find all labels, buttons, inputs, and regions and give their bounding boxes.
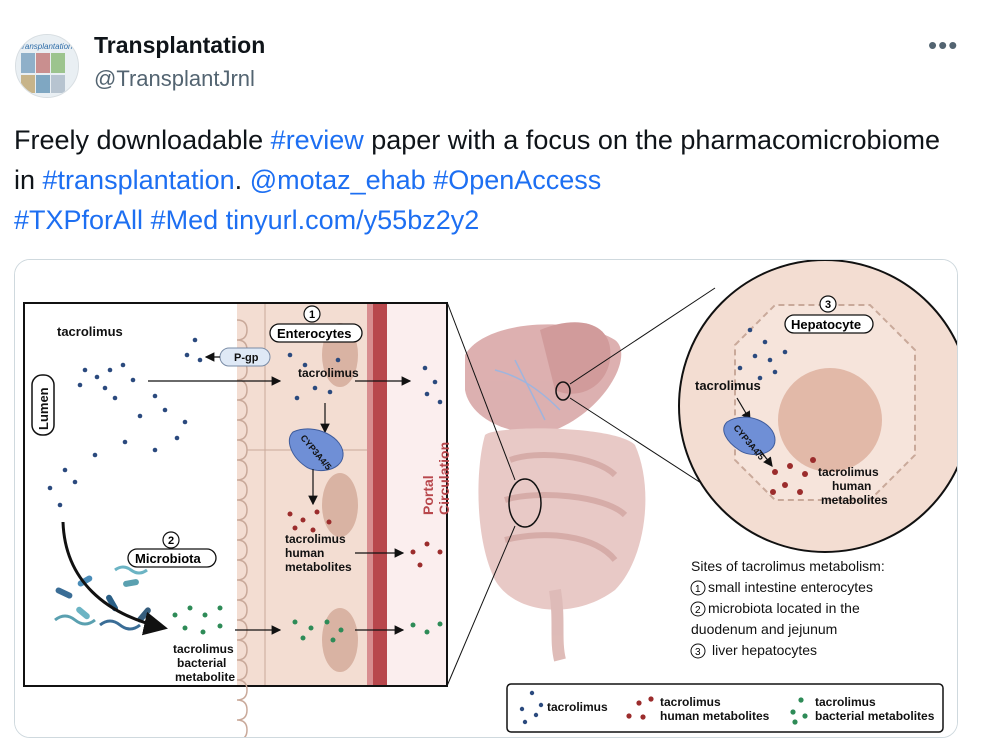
- step2-badge: 2 Microbiota: [127, 531, 217, 568]
- text-segment: Freely downloadable: [14, 125, 271, 155]
- text-segment: .: [234, 165, 250, 195]
- hepatocyte-metabolites-line3: metabolites: [821, 493, 888, 507]
- lumen-label-box: Lumen: [31, 374, 55, 436]
- hepatocyte-metabolites-line1: tacrolimus: [818, 465, 879, 479]
- hashtag-med[interactable]: #Med: [150, 205, 219, 235]
- step3-badge: 3 Hepatocyte: [784, 295, 874, 334]
- pgp-transporter: P-gp: [204, 347, 271, 367]
- figure-illustration: tacrolimus P-gp Lumen 1 Enterocytes tacr…: [15, 260, 957, 737]
- legend-bacterial-line2: bacterial metabolites: [815, 709, 935, 723]
- hashtag-transplantation[interactable]: #transplantation: [42, 165, 235, 195]
- tweet-text: Freely downloadable #review paper with a…: [14, 120, 954, 240]
- hepatocyte-tacrolimus-label: tacrolimus: [695, 378, 761, 393]
- text-segment: [218, 205, 226, 235]
- human-metabolite-dots: [287, 509, 443, 568]
- sites-item2-line1: microbiota located in the: [708, 600, 860, 616]
- more-options-icon[interactable]: •••: [928, 30, 959, 60]
- hepatocyte-label: Hepatocyte: [791, 317, 861, 332]
- tacrolimus-inner-label: tacrolimus: [298, 366, 359, 380]
- bacterial-metabolite-line2: bacterial: [177, 656, 226, 670]
- organs-illustration: [465, 322, 646, 662]
- bacterial-metabolite-line3: metabolite: [175, 670, 235, 684]
- human-metabolites-line1: tacrolimus: [285, 532, 346, 546]
- sites-item2-line2: duodenum and jejunum: [691, 621, 837, 637]
- media-figure[interactable]: tacrolimus P-gp Lumen 1 Enterocytes tacr…: [14, 259, 958, 738]
- sites-item1-number: 1: [695, 584, 701, 595]
- intestine-focus-circle: [508, 478, 542, 528]
- pgp-label: P-gp: [234, 352, 259, 364]
- journal-cover-image: transplantation: [16, 35, 78, 97]
- intestine-panel: [23, 302, 448, 737]
- sites-item3-number: 3: [695, 647, 701, 658]
- sites-title: Sites of tacrolimus metabolism:: [691, 558, 885, 574]
- mention-motaz-ehab[interactable]: @motaz_ehab: [249, 165, 426, 195]
- microbiota-label: Microbiota: [135, 551, 201, 566]
- hashtag-openaccess[interactable]: #OpenAccess: [433, 165, 602, 195]
- shortlink[interactable]: tinyurl.com/y55bz2y2: [225, 205, 480, 235]
- legend-human-line2: human metabolites: [660, 709, 770, 723]
- legend-bacterial-line1: tacrolimus: [815, 695, 876, 709]
- avatar[interactable]: transplantation: [15, 34, 79, 98]
- legend-human-line1: tacrolimus: [660, 695, 721, 709]
- human-metabolites-line3: metabolites: [285, 560, 352, 574]
- hepatocyte-metabolite-dots: [770, 457, 816, 495]
- hashtag-review[interactable]: #review: [270, 125, 364, 155]
- step1-badge: 1 Enterocytes: [269, 305, 363, 343]
- liver-focus-circle: [555, 381, 571, 401]
- author-handle[interactable]: @TransplantJrnl: [94, 66, 255, 91]
- bacterial-metabolite-line1: tacrolimus: [173, 642, 234, 656]
- author-name[interactable]: Transplantation: [94, 32, 266, 58]
- sites-item1: small intestine enterocytes: [708, 579, 873, 595]
- legend-tacrolimus: tacrolimus: [547, 700, 608, 714]
- hepatocyte-tacrolimus-dots: [737, 327, 788, 381]
- human-metabolites-line2: human: [285, 546, 324, 560]
- text-segment: paper with a focus on the pharmacomicrob…: [14, 125, 941, 195]
- hepatocyte-panel: [678, 260, 957, 553]
- avatar-title: transplantation: [20, 42, 73, 51]
- step3-number: 3: [825, 299, 831, 311]
- hepatocyte-metabolites-line2: human: [832, 479, 871, 493]
- tacrolimus-dots: [47, 337, 443, 508]
- step1-number: 1: [309, 309, 315, 321]
- hashtag-txpforall[interactable]: #TXPforAll: [14, 205, 144, 235]
- lumen-label: Lumen: [36, 387, 51, 430]
- portal-circulation-line2: Circulation: [436, 442, 452, 515]
- sites-item2-number: 2: [695, 605, 701, 616]
- enterocytes-label: Enterocytes: [277, 326, 351, 341]
- tacrolimus-label: tacrolimus: [57, 324, 123, 339]
- text-segment: [143, 205, 151, 235]
- sites-list: Sites of tacrolimus metabolism: 1 small …: [690, 558, 885, 659]
- sites-item3: liver hepatocytes: [712, 642, 817, 658]
- bacterial-metabolite-dots: [172, 605, 443, 643]
- figure-legend: tacrolimus tacrolimus human metabolites …: [506, 683, 944, 733]
- step2-number: 2: [168, 535, 174, 547]
- portal-circulation-line1: Portal: [420, 475, 436, 515]
- cyp-enzyme-intestine: CYP3A4/5: [289, 428, 344, 472]
